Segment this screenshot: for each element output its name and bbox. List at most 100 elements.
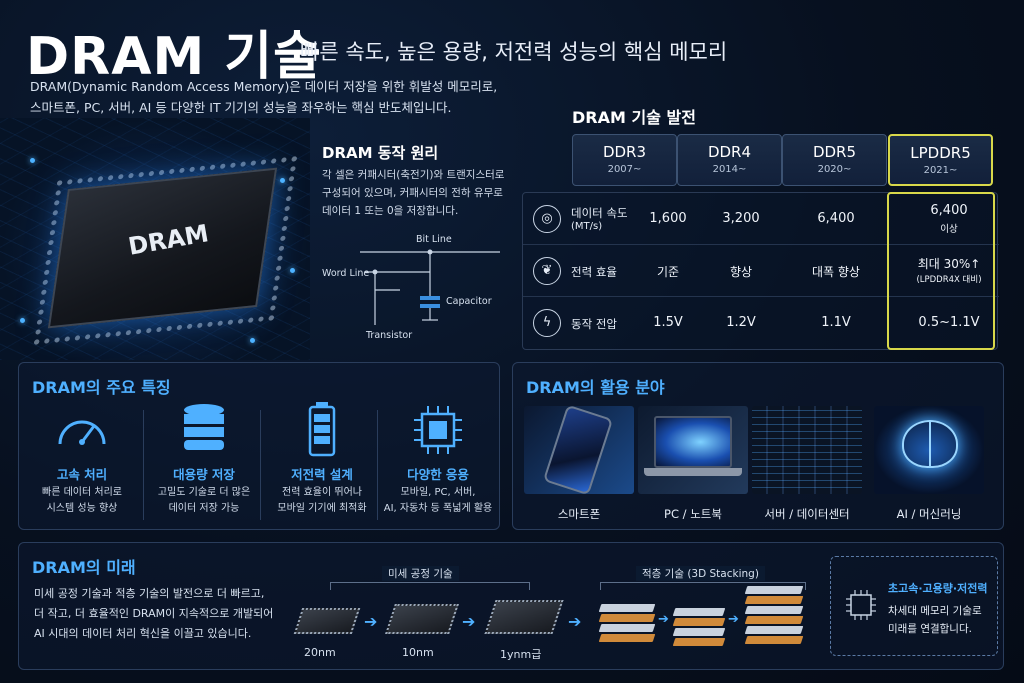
spec-value: 최대 30%↑ [917, 257, 981, 271]
spec-value: 기준 [656, 265, 680, 279]
feature-desc: AI, 자동차 등 폭넓게 활용 [383, 503, 493, 514]
stack-layer [598, 614, 656, 622]
future-desc-line: 미세 공정 기술과 적층 기술의 발전으로 더 빠르고, [34, 587, 265, 600]
spec-value: 1.2V [726, 315, 756, 330]
chip-20nm [293, 608, 361, 634]
divider [260, 410, 261, 520]
process-bracket [330, 582, 530, 590]
laptop-icon [638, 406, 748, 494]
feature-item: 고속 처리 빠른 데이터 처리로 시스템 성능 향상 [24, 400, 140, 517]
row-label-unit: (MT/s) [571, 221, 603, 232]
node-label: 1ynm급 [500, 648, 542, 661]
intro-line-1: DRAM(Dynamic Random Access Memory)은 데이터 … [30, 79, 498, 94]
gen-year: 2014~ [712, 164, 747, 175]
chip-1ynm [484, 600, 564, 634]
feature-desc: 모바일 기기에 최적화 [277, 503, 367, 514]
spec-value: 6,400 [930, 203, 968, 218]
app-label: AI / 머신러닝 [896, 507, 962, 521]
transistor-label: Transistor [366, 330, 413, 341]
spec-value: 3,200 [722, 211, 760, 226]
bit-line-label: Bit Line [416, 234, 452, 245]
speed-icon: ◎ [533, 205, 561, 233]
spec-value: 1.1V [821, 315, 851, 330]
stack-layer [744, 636, 804, 644]
gen-name: DDR4 [707, 143, 752, 161]
stacking-bracket [600, 582, 806, 590]
app-label: PC / 노트북 [664, 507, 722, 521]
principle-desc: 각 셀은 커패시터(축전기)와 트랜지스터로 구성되어 있으며, 커패시터의 전… [322, 166, 512, 220]
intro-line-2: 스마트폰, PC, 서버, AI 등 다양한 IT 기기의 성능을 좌우하는 핵… [30, 100, 452, 115]
feature-title: 대용량 저장 [173, 467, 235, 482]
gen-name: DDR5 [812, 143, 857, 161]
glow-dot [250, 338, 255, 343]
stack-layer [744, 586, 804, 594]
arrow-right-icon: ➔ [568, 612, 582, 631]
page-title: DRAM 기술 [26, 27, 322, 87]
glow-dot [280, 178, 285, 183]
gen-year: 2020~ [817, 164, 852, 175]
chip-10nm [385, 604, 459, 634]
gen-lpddr5: LPDDR5 2021~ [888, 134, 993, 186]
app-item: 서버 / 데이터센터 [752, 406, 862, 522]
feature-desc: 고밀도 기술로 더 많은 [157, 487, 251, 498]
capacitor-label: Capacitor [446, 296, 492, 307]
stack-layer [672, 618, 726, 626]
stacking-label: 적층 기술 (3D Stacking) [636, 566, 765, 581]
feature-title: 다양한 응용 [407, 467, 469, 482]
app-item: AI / 머신러닝 [874, 406, 984, 522]
lpddr5-highlight [887, 192, 995, 350]
gen-year: 2021~ [923, 165, 958, 176]
features-panel [18, 362, 500, 530]
future-callout-line: 차세대 메모리 기술로 [888, 605, 982, 617]
spec-value: 대폭 향상 [812, 265, 860, 279]
feature-title: 저전력 설계 [291, 467, 353, 482]
feature-desc: 시스템 성능 향상 [46, 503, 118, 514]
feature-item: 다양한 응용 모바일, PC, 서버, AI, 자동차 등 폭넓게 활용 [380, 400, 496, 517]
battery-icon [292, 400, 352, 460]
spec-value: 향상 [729, 265, 753, 279]
gen-name: LPDDR5 [910, 144, 971, 162]
circuit-svg [360, 249, 500, 325]
gen-ddr4: DDR4 2014~ [677, 134, 782, 186]
app-label: 서버 / 데이터센터 [764, 507, 850, 521]
gen-ddr5: DDR5 2020~ [782, 134, 887, 186]
glow-dot [20, 318, 25, 323]
future-desc-line: AI 시대의 데이터 처리 혁신을 이끌고 있습니다. [34, 627, 252, 640]
stack-layer [598, 624, 656, 632]
process-label: 미세 공정 기술 [382, 566, 459, 581]
glow-dot [30, 158, 35, 163]
arrow-right-icon: ➔ [728, 612, 739, 627]
stack-layer [672, 608, 726, 616]
features-title: DRAM의 주요 특징 [32, 378, 171, 397]
table-row: ❦ 전력 효율 기준 향상 대폭 향상 최대 30%↑ (LPDDR4X 대비) [523, 245, 999, 297]
future-callout-head: 초고속·고용량·저전력 [888, 582, 988, 595]
server-icon [752, 406, 862, 494]
divider [377, 410, 378, 520]
table-row: ◎ 데이터 속도 (MT/s) 1,600 3,200 6,400 6,400 … [523, 193, 999, 245]
brain-icon [874, 406, 984, 494]
spec-value: 0.5~1.1V [918, 315, 980, 330]
applications-title: DRAM의 활용 분야 [526, 378, 665, 397]
gen-name: DDR3 [602, 143, 647, 161]
app-item: 스마트폰 [524, 406, 634, 522]
arrow-right-icon: ➔ [658, 612, 669, 627]
principle-title: DRAM 동작 원리 [322, 144, 439, 162]
stack-layer [672, 638, 726, 646]
gen-year: 2007~ [607, 164, 642, 175]
feature-item: 저전력 설계 전력 효율이 뛰어나 모바일 기기에 최적화 [264, 400, 380, 517]
row-label: 전력 효율 [571, 265, 617, 279]
evolution-title: DRAM 기술 발전 [572, 108, 696, 127]
spec-value: 6,400 [817, 211, 855, 226]
speedometer-icon [52, 400, 112, 460]
gen-ddr3: DDR3 2007~ [572, 134, 677, 186]
future-desc: 미세 공정 기술과 적층 기술의 발전으로 더 빠르고, 더 작고, 더 효율적… [34, 584, 292, 644]
dram-chip-image: DRAM [0, 118, 310, 360]
processor-icon [408, 400, 468, 460]
intro-text: DRAM(Dynamic Random Access Memory)은 데이터 … [30, 76, 500, 118]
arrow-right-icon: ➔ [462, 612, 476, 631]
principle-desc-line: 각 셀은 커패시터(축전기)와 트랜지스터로 [322, 169, 505, 181]
leaf-icon: ❦ [533, 257, 561, 285]
future-title: DRAM의 미래 [32, 558, 136, 577]
principle-desc-line: 데이터 1 또는 0을 저장합니다. [322, 205, 459, 217]
spec-note: 이상 [940, 224, 958, 235]
